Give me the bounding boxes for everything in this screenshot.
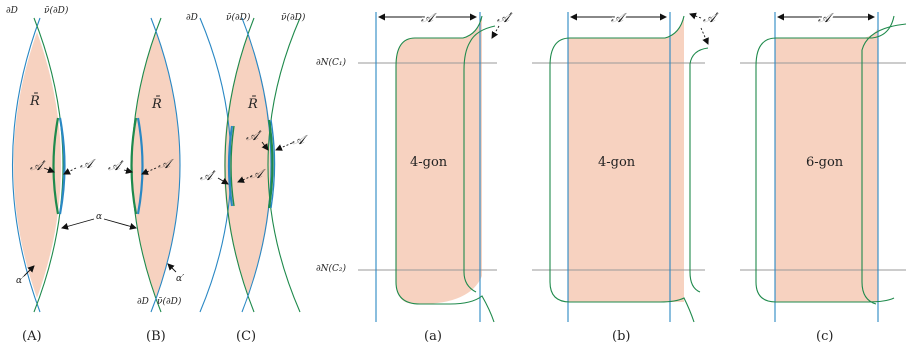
- top-label: 𝒜: [421, 11, 437, 26]
- arc-left-blue: [227, 125, 234, 207]
- green-curve-left: [395, 15, 495, 323]
- caption-c: (c): [816, 329, 833, 344]
- panel-a: 𝒜 𝒜′ 4-gon (a): [358, 9, 513, 344]
- arc-label-A-upper: 𝒜: [292, 133, 308, 148]
- caption-A: (A): [22, 329, 42, 344]
- green-curve-left: [755, 15, 895, 303]
- alpha-label: α: [96, 212, 102, 222]
- arrow-A-prime-lower: [217, 177, 229, 185]
- polygon-fill: [775, 28, 878, 302]
- green-curve-right: [463, 25, 496, 293]
- alpha-prime-label: α′: [16, 276, 24, 286]
- arc-A-blue: [58, 117, 66, 215]
- arc-label-A-lower: 𝒜: [250, 167, 266, 182]
- green-curve-left: [549, 15, 695, 323]
- side-arrow-1: [689, 12, 702, 20]
- polygon-fill: [568, 16, 684, 302]
- panel-c: 𝒜 6-gon (c): [740, 9, 907, 344]
- arrow-A-prime: [123, 167, 133, 174]
- arrow-A-lower: [237, 175, 253, 183]
- panel-b: 𝒜 𝒜′ 4-gon (b): [532, 9, 719, 344]
- arc-right-green: [267, 119, 274, 209]
- bottom-label-nu-dD: ν̄(∂D): [157, 296, 182, 307]
- bottom-label-dD: ∂D: [137, 297, 149, 307]
- caption-C: (C): [236, 329, 256, 344]
- arc-label-A: 𝒜: [80, 157, 96, 172]
- boundary-curve-left: [224, 17, 255, 313]
- arc-label-A-prime: 𝒜′: [30, 159, 46, 174]
- top-label: 𝒜: [818, 11, 834, 26]
- region-R-fill: [224, 34, 272, 296]
- arc-A-green: [130, 117, 138, 215]
- boundary-curve-left: [11, 17, 41, 313]
- region-R-fill: [132, 32, 180, 298]
- boundary-curve-outer-right: [267, 17, 301, 313]
- green-curve-right: [689, 47, 709, 293]
- boundary-curve-right: [33, 17, 64, 313]
- region-R-fill: [13, 32, 61, 298]
- top-label-dD: ∂D: [6, 6, 18, 16]
- arrow-alpha-right: [103, 218, 137, 230]
- green-curve-inner: [861, 23, 907, 305]
- side-label: 𝒜′: [497, 11, 513, 26]
- side-label: 𝒜′: [703, 11, 719, 26]
- polygon-fill: [396, 16, 482, 304]
- label-dN-C1: ∂N(C₁): [316, 57, 347, 68]
- arrow-A: [141, 167, 157, 175]
- region-label: R̄: [247, 96, 258, 112]
- arc-label-A-prime-upper: 𝒜′: [246, 129, 262, 144]
- caption-a: (a): [424, 329, 442, 344]
- side-arrow-2: [700, 27, 709, 45]
- panel-B: R̄ 𝒜′ 𝒜 α′ ∂D ν̄(∂D) (B): [108, 17, 184, 344]
- arc-label-A-prime-lower: 𝒜′: [200, 169, 216, 184]
- top-label-dD: ∂D: [186, 13, 198, 23]
- arc-right-blue: [270, 119, 276, 209]
- alpha-annotation: α: [61, 212, 137, 230]
- arc-A-blue: [136, 117, 144, 215]
- side-arrow: [491, 25, 500, 39]
- top-label-nu-dD-1: ν̄(∂D): [226, 12, 251, 23]
- panel-C: ∂D ν̄(∂D) ν̄(∂D) R̄ 𝒜′ 𝒜 𝒜′ 𝒜 (C): [186, 12, 308, 344]
- polygon-label: 6-gon: [806, 155, 844, 170]
- boundary-curve-right: [241, 17, 272, 313]
- polygon-label: 4-gon: [410, 155, 448, 170]
- boundary-curve-right: [150, 17, 181, 313]
- boundary-labels: ∂N(C₁) ∂N(C₂): [316, 57, 347, 274]
- arrow-A: [63, 167, 77, 175]
- top-label: 𝒜: [611, 11, 627, 26]
- alpha-prime-label: α′: [176, 274, 184, 284]
- arrow-alpha-left: [61, 218, 95, 230]
- top-label-nu-dD: ν̄(∂D): [44, 5, 69, 16]
- arc-label-A: 𝒜: [158, 157, 174, 172]
- arrow-A-prime-upper: [261, 141, 269, 151]
- arrow-alpha-prime: [23, 265, 35, 277]
- region-label: R̄: [29, 93, 40, 109]
- arrow-A-upper: [275, 142, 293, 151]
- polygon-label: 4-gon: [598, 155, 636, 170]
- arc-left-green: [230, 125, 235, 207]
- arrow-A-prime: [43, 166, 55, 174]
- label-dN-C2: ∂N(C₂): [316, 263, 347, 274]
- caption-B: (B): [146, 329, 166, 344]
- caption-b: (b): [612, 329, 630, 344]
- arc-A-green: [52, 117, 60, 215]
- arrow-alpha-prime: [167, 263, 177, 273]
- panel-A: ∂D ν̄(∂D) R̄ 𝒜′ 𝒜 α′ (A): [6, 5, 96, 344]
- top-label-nu-dD-2: ν̄(∂D): [281, 12, 306, 23]
- arc-label-A-prime: 𝒜′: [108, 159, 124, 174]
- region-label: R̄: [151, 96, 162, 112]
